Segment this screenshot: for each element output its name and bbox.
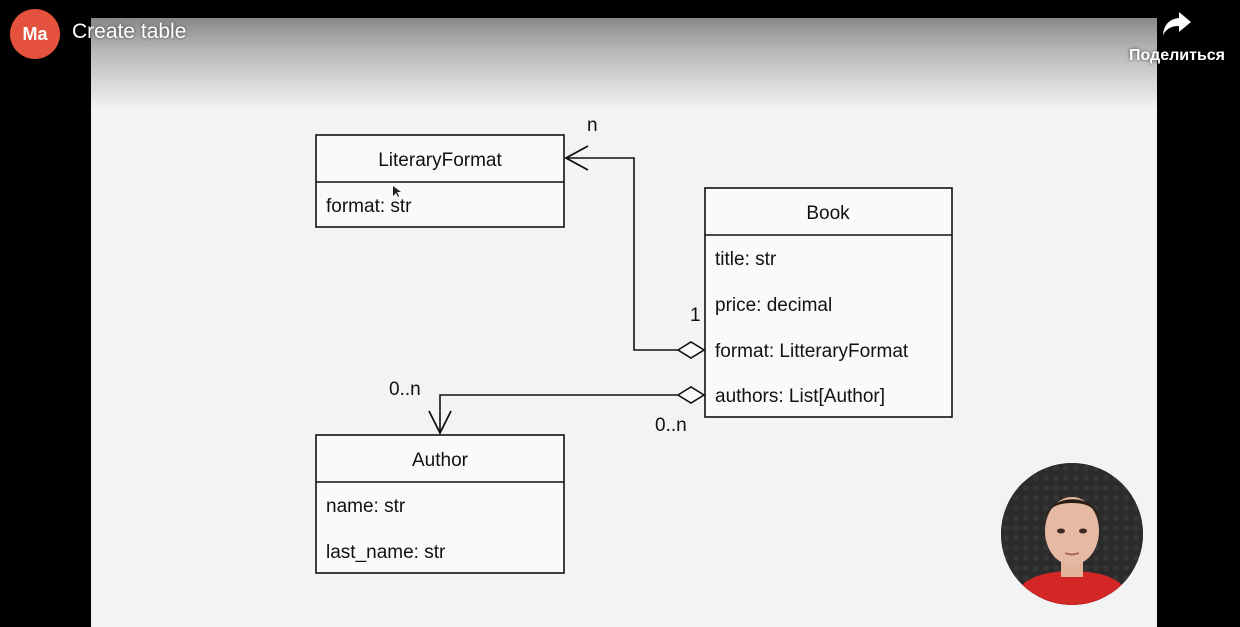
association-authors-line <box>439 394 678 433</box>
aggregation-diamond-format <box>676 341 706 359</box>
share-button[interactable]: Поделиться <box>1122 8 1232 70</box>
field-book-title: title: str <box>715 249 777 270</box>
share-label: Поделиться <box>1128 47 1226 64</box>
association-authors: 0..n 0..n <box>389 379 706 436</box>
channel-avatar-text: Ma <box>22 23 48 44</box>
field-author-name: name: str <box>326 496 406 517</box>
multiplicity-format-target: n <box>587 115 598 136</box>
field-book-authors: authors: List[Author] <box>715 386 885 407</box>
presenter-webcam <box>1001 463 1143 605</box>
class-name-author: Author <box>412 450 469 471</box>
class-literaryformat: LiteraryFormat format: str <box>315 134 565 228</box>
presenter-portrait-image <box>1001 463 1143 605</box>
multiplicity-format-source: 1 <box>690 305 701 326</box>
multiplicity-authors-target: 0..n <box>389 379 421 400</box>
class-box-book <box>704 187 953 418</box>
field-author-last-name: last_name: str <box>326 542 446 563</box>
slide-background <box>91 18 1157 627</box>
multiplicity-authors-source: 0..n <box>655 415 687 436</box>
field-literaryformat-format: format: str <box>326 196 412 217</box>
video-title[interactable]: Create table <box>72 20 187 43</box>
aggregation-diamond-authors <box>676 386 706 404</box>
class-name-literaryformat: LiteraryFormat <box>378 150 502 171</box>
association-format: n 1 <box>564 115 706 359</box>
class-book: Book title: str price: decimal format: L… <box>704 187 953 418</box>
field-book-format: format: LitteraryFormat <box>715 341 909 362</box>
field-book-price: price: decimal <box>715 295 832 316</box>
class-author: Author name: str last_name: str <box>315 434 565 574</box>
class-name-book: Book <box>806 203 850 224</box>
class-box-literaryformat <box>315 134 565 228</box>
channel-avatar[interactable]: Ma <box>10 9 60 59</box>
share-arrow-icon <box>1163 12 1191 35</box>
arrowhead-open-author <box>428 410 452 436</box>
mouse-cursor-icon <box>393 186 401 197</box>
class-box-author <box>315 434 565 574</box>
arrowhead-open-literaryformat <box>564 145 589 171</box>
association-format-line <box>566 157 678 351</box>
